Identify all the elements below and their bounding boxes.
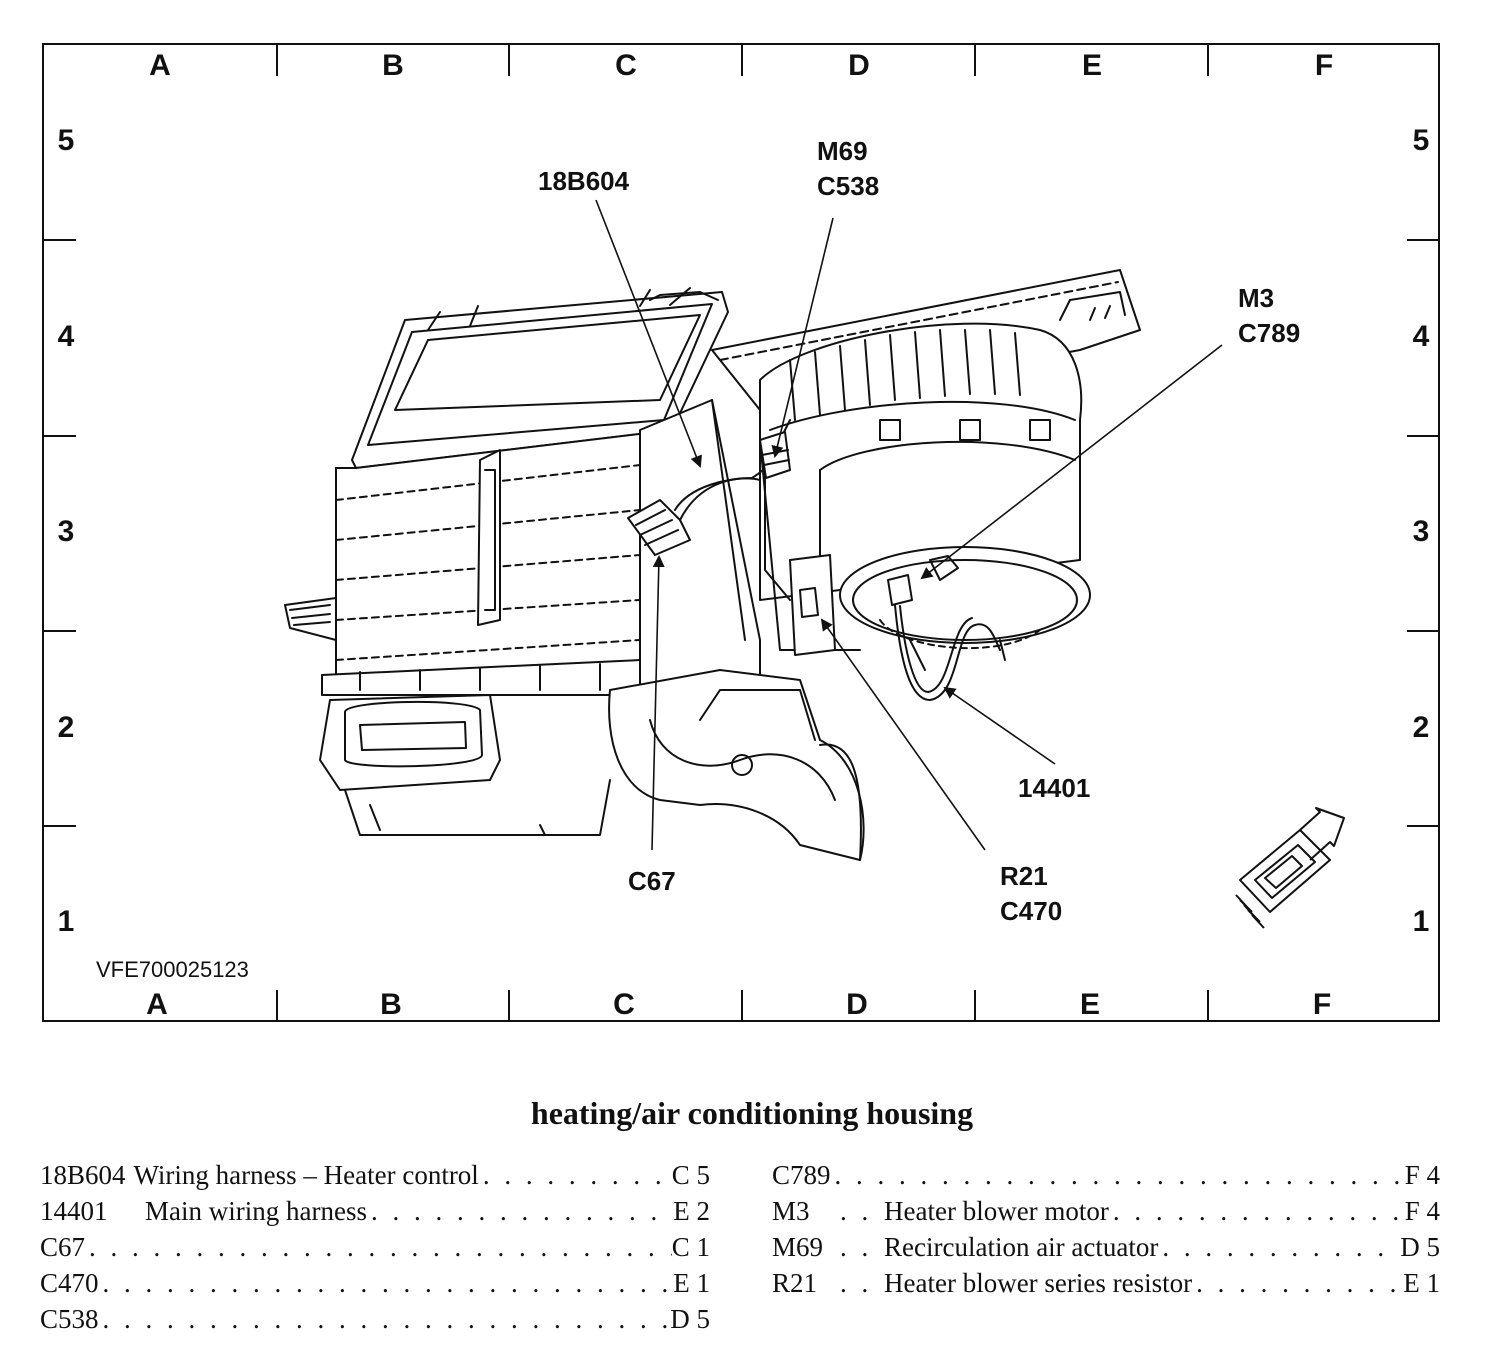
legend-code: 18B604 xyxy=(40,1160,126,1190)
legend-row-m3: M3 Heater blower motor F 4 xyxy=(772,1196,1440,1232)
legend-leader-dots xyxy=(1192,1268,1403,1299)
callout-m69: M69 xyxy=(817,136,868,166)
legend-row-r21: R21 Heater blower series resistor E 1 xyxy=(772,1268,1440,1304)
legend-row-18b604: 18B604 Wiring harness – Heater control C… xyxy=(40,1160,710,1196)
grid-row-4-left: 4 xyxy=(58,320,75,353)
grid-row-4-right: 4 xyxy=(1413,320,1430,353)
legend-leader-dots xyxy=(836,1196,884,1227)
grid-row-5-left: 5 xyxy=(58,124,75,157)
legend-leader-dots xyxy=(85,1232,672,1263)
legend-location: E 1 xyxy=(673,1268,710,1298)
row-dividers xyxy=(43,239,1439,827)
grid-col-e-bottom: E xyxy=(1080,988,1100,1021)
leader-m69 xyxy=(771,217,834,458)
callout-14401: 14401 xyxy=(1018,773,1090,803)
leader-c67 xyxy=(651,555,665,851)
legend-leader-dots xyxy=(1109,1196,1405,1227)
legend-code: M69 xyxy=(772,1232,824,1262)
legend-leader-dots xyxy=(836,1268,884,1299)
legend-code: C538 xyxy=(40,1304,99,1334)
legend-code: C67 xyxy=(40,1232,86,1262)
legend-row-c538: C538 D 5 xyxy=(40,1304,710,1340)
legend-leader-dots xyxy=(831,1160,1405,1191)
legend-row-c67: C67 C 1 xyxy=(40,1232,710,1268)
callout-c789: C789 xyxy=(1238,318,1300,348)
grid-col-b-top: B xyxy=(382,49,404,82)
legend-right-column: C789 F 4 M3 Heater blower motor F 4 M69 … xyxy=(772,1160,1440,1304)
legend-left-column: 18B604 Wiring harness – Heater control C… xyxy=(40,1160,710,1340)
legend-desc: Heater blower motor xyxy=(884,1196,1109,1226)
callout-m3: M3 xyxy=(1238,283,1274,313)
hvac-housing-illustration xyxy=(284,269,1141,861)
grid-row-2-right: 2 xyxy=(1413,711,1430,744)
legend-leader-dots xyxy=(836,1232,884,1263)
legend-leader-dots xyxy=(1158,1232,1400,1263)
legend-desc: Heater blower series resistor xyxy=(884,1268,1193,1298)
legend-desc: Recirculation air actuator xyxy=(884,1232,1159,1262)
legend-location: E 1 xyxy=(1403,1268,1440,1298)
grid-row-2-left: 2 xyxy=(58,711,75,744)
grid-col-f-bottom: F xyxy=(1313,988,1331,1021)
legend-location: C 1 xyxy=(671,1232,710,1262)
legend-leader-dots xyxy=(99,1304,671,1335)
legend-code: C470 xyxy=(40,1268,99,1298)
callout-c67: C67 xyxy=(628,866,676,896)
legend-code: R21 xyxy=(772,1268,818,1298)
legend-leader-dots xyxy=(367,1196,673,1227)
legend-desc: Wiring harness – Heater control xyxy=(133,1160,479,1190)
grid-col-f-top: F xyxy=(1315,49,1333,82)
grid-border xyxy=(42,43,1440,1022)
legend-row-m69: M69 Recirculation air actuator D 5 xyxy=(772,1232,1440,1268)
grid-col-a-bottom: A xyxy=(146,988,168,1021)
legend-location: E 2 xyxy=(673,1196,710,1226)
grid-col-b-bottom: B xyxy=(380,988,402,1021)
grid-row-1-right: 1 xyxy=(1413,905,1430,938)
callout-r21: R21 xyxy=(1000,861,1048,891)
grid-row-3-left: 3 xyxy=(58,515,75,548)
legend-leader-dots xyxy=(479,1160,672,1191)
leader-r21 xyxy=(820,618,986,851)
grid-row-1-left: 1 xyxy=(58,905,75,938)
grid-col-a-top: A xyxy=(149,49,171,82)
legend-code: C789 xyxy=(772,1160,831,1190)
leader-m3 xyxy=(920,344,1223,580)
legend-row-c789: C789 F 4 xyxy=(772,1160,1440,1196)
callout-leaders xyxy=(595,199,1223,851)
legend-title: heating/air conditioning housing xyxy=(530,1095,974,1131)
legend-location: F 4 xyxy=(1404,1160,1440,1190)
grid-col-d-top: D xyxy=(848,49,870,82)
leader-14401 xyxy=(943,686,1056,765)
grid-col-d-bottom: D xyxy=(846,988,868,1021)
leader-18b604 xyxy=(595,199,702,468)
callout-18b604: 18B604 xyxy=(538,166,630,196)
legend-row-14401: 14401 Main wiring harness E 2 xyxy=(40,1196,710,1232)
grid-row-3-right: 3 xyxy=(1413,515,1430,548)
legend-location: F 4 xyxy=(1404,1196,1440,1226)
legend-code: 14401 xyxy=(40,1196,108,1226)
legend-desc: Main wiring harness xyxy=(145,1196,367,1226)
legend-leader-dots xyxy=(99,1268,674,1299)
vehicle-orientation-icon xyxy=(1235,807,1345,929)
grid-col-c-bottom: C xyxy=(613,988,635,1021)
legend-location: D 5 xyxy=(1400,1232,1440,1262)
legend-location: D 5 xyxy=(670,1304,710,1334)
diagram-frame: A B C D E F A B C D E F 5 4 3 2 1 5 4 3 … xyxy=(42,43,1440,1022)
grid-col-e-top: E xyxy=(1082,49,1102,82)
column-dividers xyxy=(276,44,1209,1021)
callout-c470: C470 xyxy=(1000,896,1062,926)
legend-location: C 5 xyxy=(671,1160,710,1190)
reference-code: VFE700025123 xyxy=(96,957,249,982)
callout-c538: C538 xyxy=(817,171,879,201)
legend-row-c470: C470 E 1 xyxy=(40,1268,710,1304)
legend-code: M3 xyxy=(772,1196,810,1226)
grid-row-5-right: 5 xyxy=(1413,124,1430,157)
grid-col-c-top: C xyxy=(615,49,637,82)
